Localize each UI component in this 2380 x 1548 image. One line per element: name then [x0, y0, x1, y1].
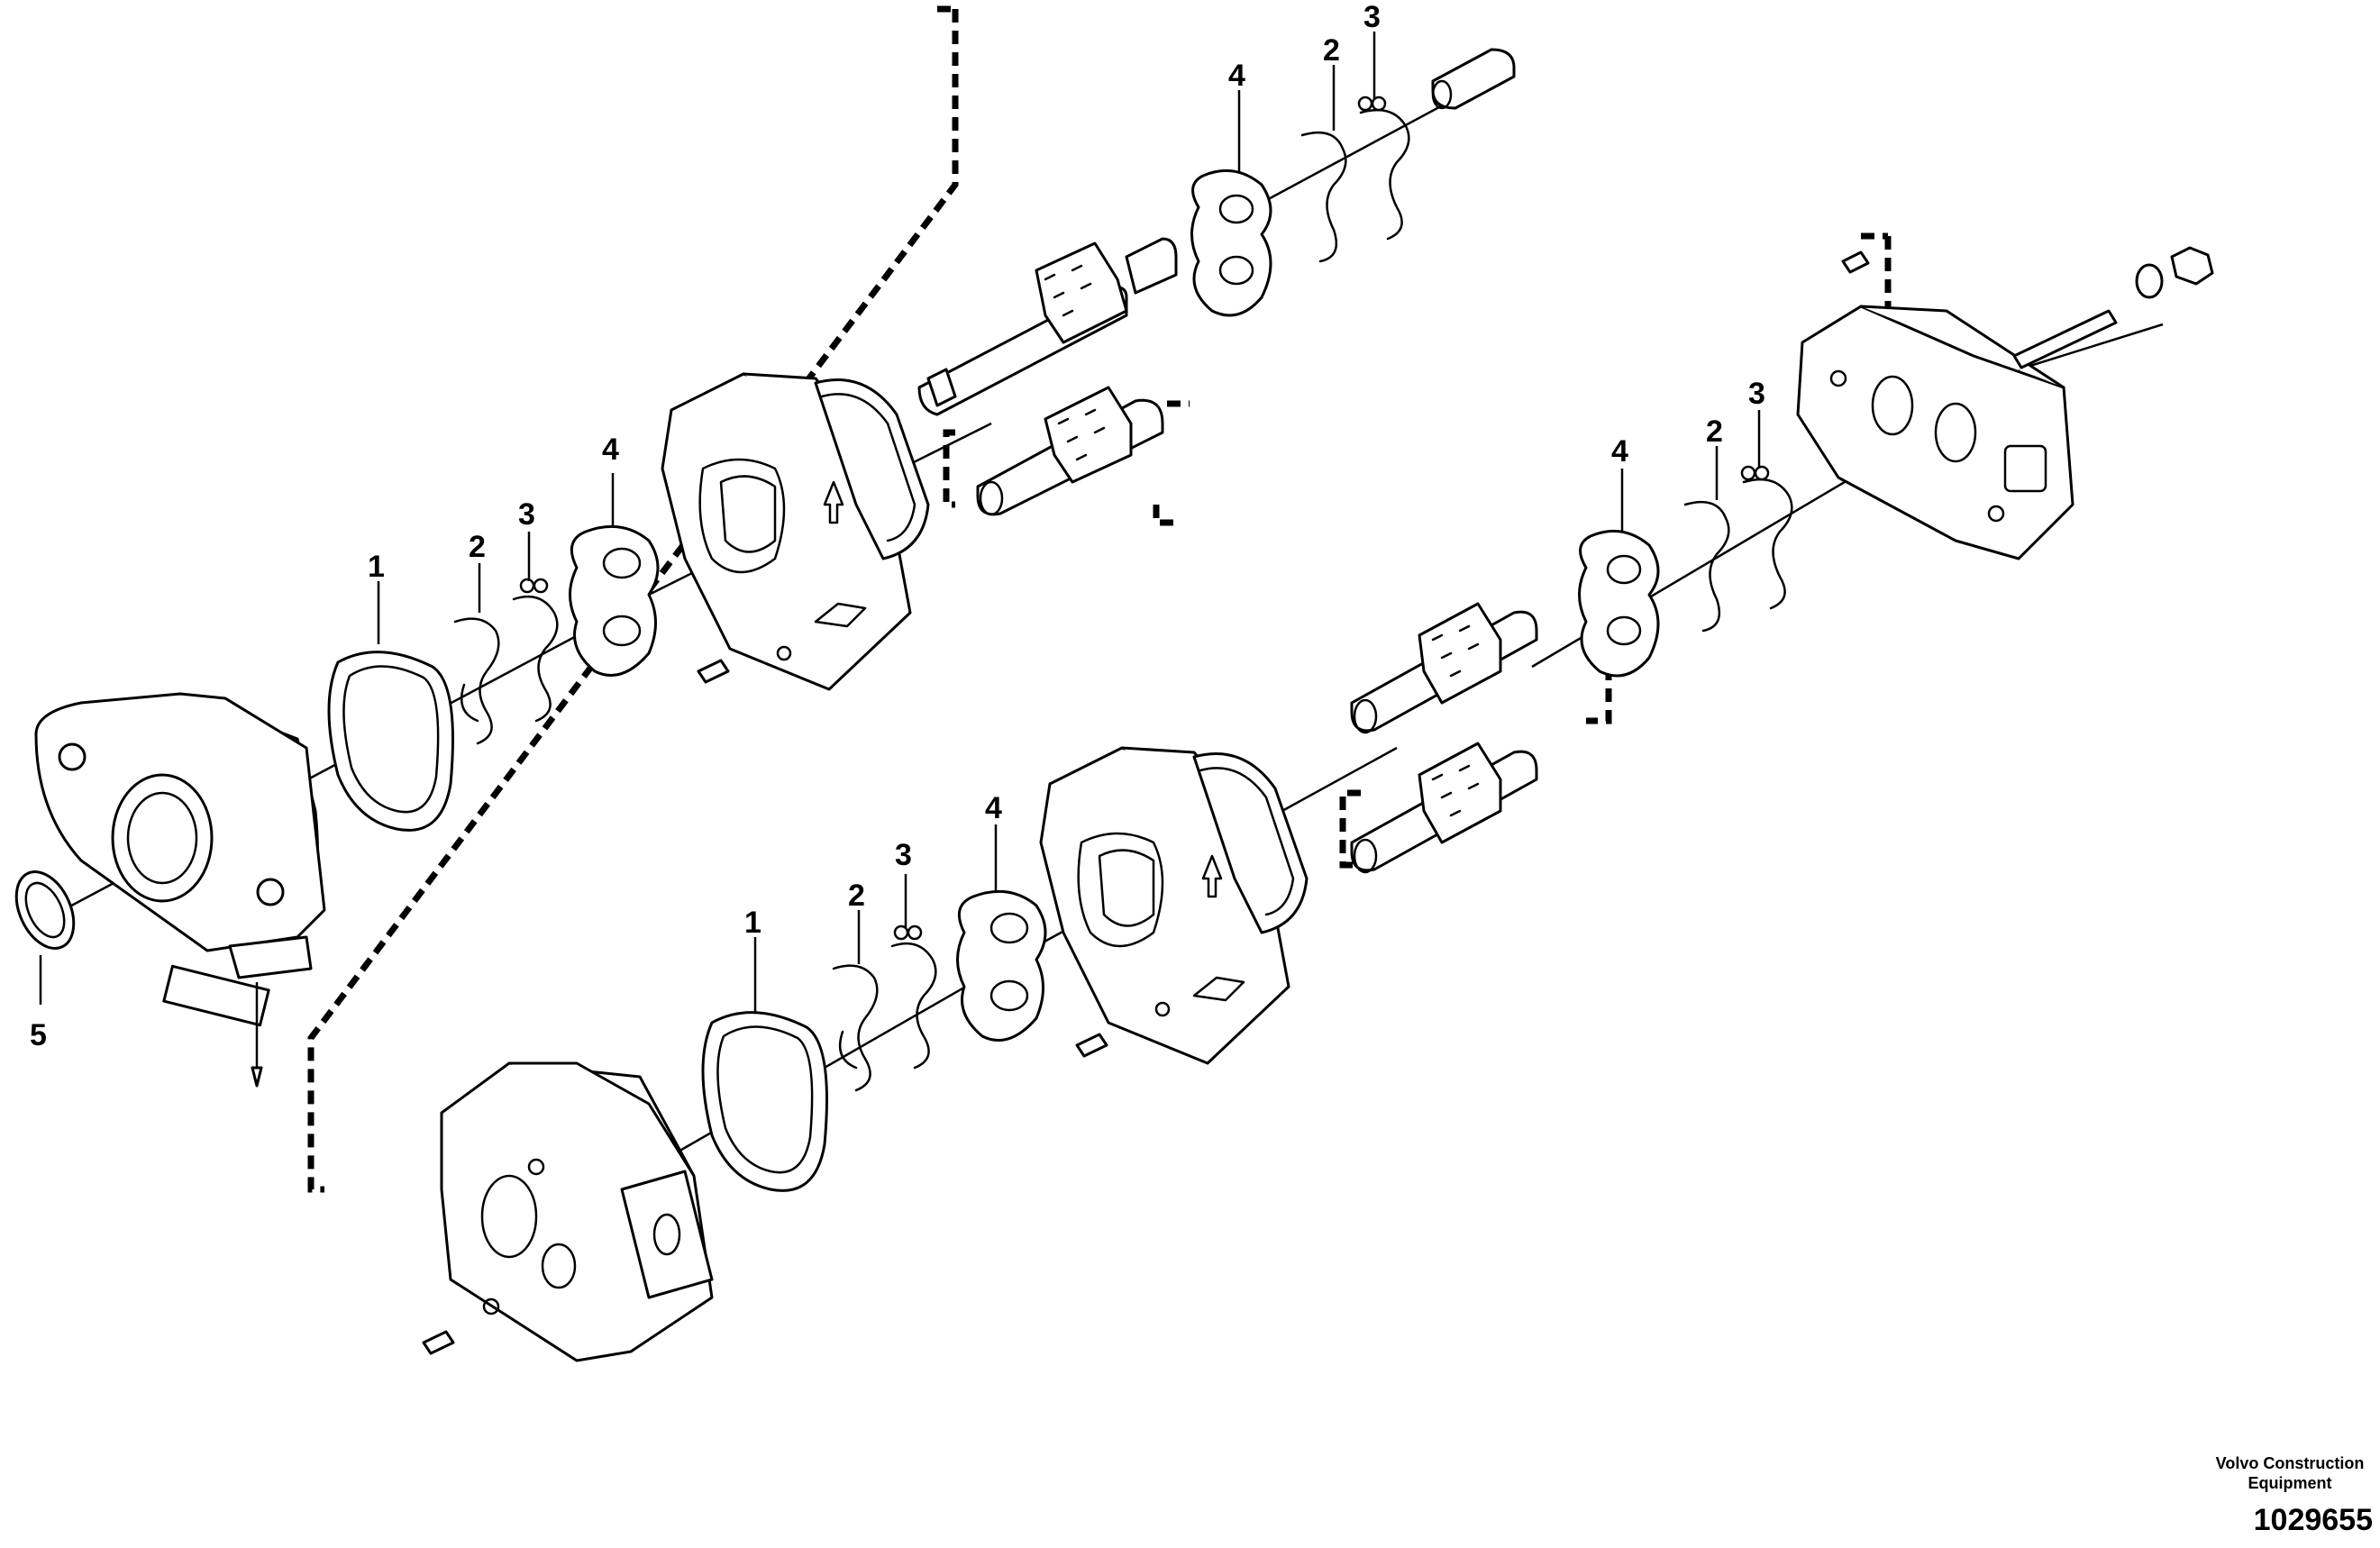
callout-3-lower: 3 [895, 838, 912, 872]
wear-plate-4-upper [569, 524, 660, 677]
dash-line-lower-link [1586, 667, 1612, 724]
front-flange-housing [34, 692, 326, 1088]
callout-3-upper: 3 [518, 497, 535, 532]
spacer-bushing-upper [1431, 48, 1516, 110]
clip-2-lower-rear [1683, 500, 1730, 633]
seal-ring-1-upper [327, 651, 454, 832]
callout-2-upper-rear: 2 [1323, 33, 1340, 68]
clip-3-lower-rear [1740, 465, 1793, 610]
callout-2-upper: 2 [469, 530, 486, 564]
figure-number: 1029655 [2253, 1503, 2373, 1537]
dash-line-outer [307, 9, 959, 1193]
shaft-seal-5 [14, 870, 76, 1005]
bolt-and-nut [1841, 246, 2214, 369]
callout-4-lower-rear: 4 [1611, 434, 1628, 469]
clip-3-upper-rear [1357, 96, 1410, 241]
callout-2-lower: 2 [848, 879, 865, 913]
wear-plate-4-lower-rear [1578, 529, 1660, 678]
rear-cover-housing [1796, 305, 2075, 560]
callout-labels: 1 2 3 4 4 2 3 4 2 3 1 2 3 4 5 [30, 0, 1765, 1052]
dowel-pin-port-end [422, 1330, 455, 1355]
callout-1-upper: 1 [368, 550, 385, 584]
callout-3-upper-rear: 3 [1363, 0, 1381, 34]
dowel-pin-upper [697, 659, 730, 684]
seal-ring-1-lower [701, 1011, 828, 1192]
callout-1-lower: 1 [744, 906, 761, 940]
clip-2-lower [832, 964, 879, 1092]
clip-3-upper [512, 578, 559, 723]
port-end-housing [440, 1061, 714, 1362]
callout-4-upper-rear: 4 [1228, 59, 1245, 93]
callout-4-upper: 4 [602, 433, 619, 467]
gear-housing-lower [1039, 746, 1309, 1065]
gear-housing-upper [661, 372, 930, 691]
wear-plate-4-upper-rear [1190, 168, 1272, 317]
callout-5-seal: 5 [30, 1018, 47, 1052]
callout-4-lower: 4 [985, 791, 1002, 825]
clip-2-upper [453, 617, 500, 745]
wear-plate-4-lower [956, 889, 1047, 1042]
clip-3-lower [890, 924, 937, 1070]
driven-gear-lower [1350, 742, 1538, 874]
dash-line-upper-link [943, 429, 955, 508]
publisher-name-line2: Equipment [2248, 1474, 2332, 1492]
driven-gear-upper [976, 386, 1164, 516]
callout-2-lower-rear: 2 [1706, 414, 1723, 449]
dowel-pin-lower [1075, 1033, 1108, 1058]
dash-line-lower-gear-link [1339, 789, 1361, 869]
drive-shaft-gear-upper [917, 237, 1178, 416]
publisher-name-line1: Volvo Construction [2215, 1454, 2365, 1472]
dash-line-upper-gear-link-2 [1153, 505, 1181, 526]
callout-3-lower-rear: 3 [1748, 377, 1765, 411]
drive-shaft-gear-lower [1350, 602, 1538, 734]
clip-2-upper-rear [1300, 131, 1347, 263]
